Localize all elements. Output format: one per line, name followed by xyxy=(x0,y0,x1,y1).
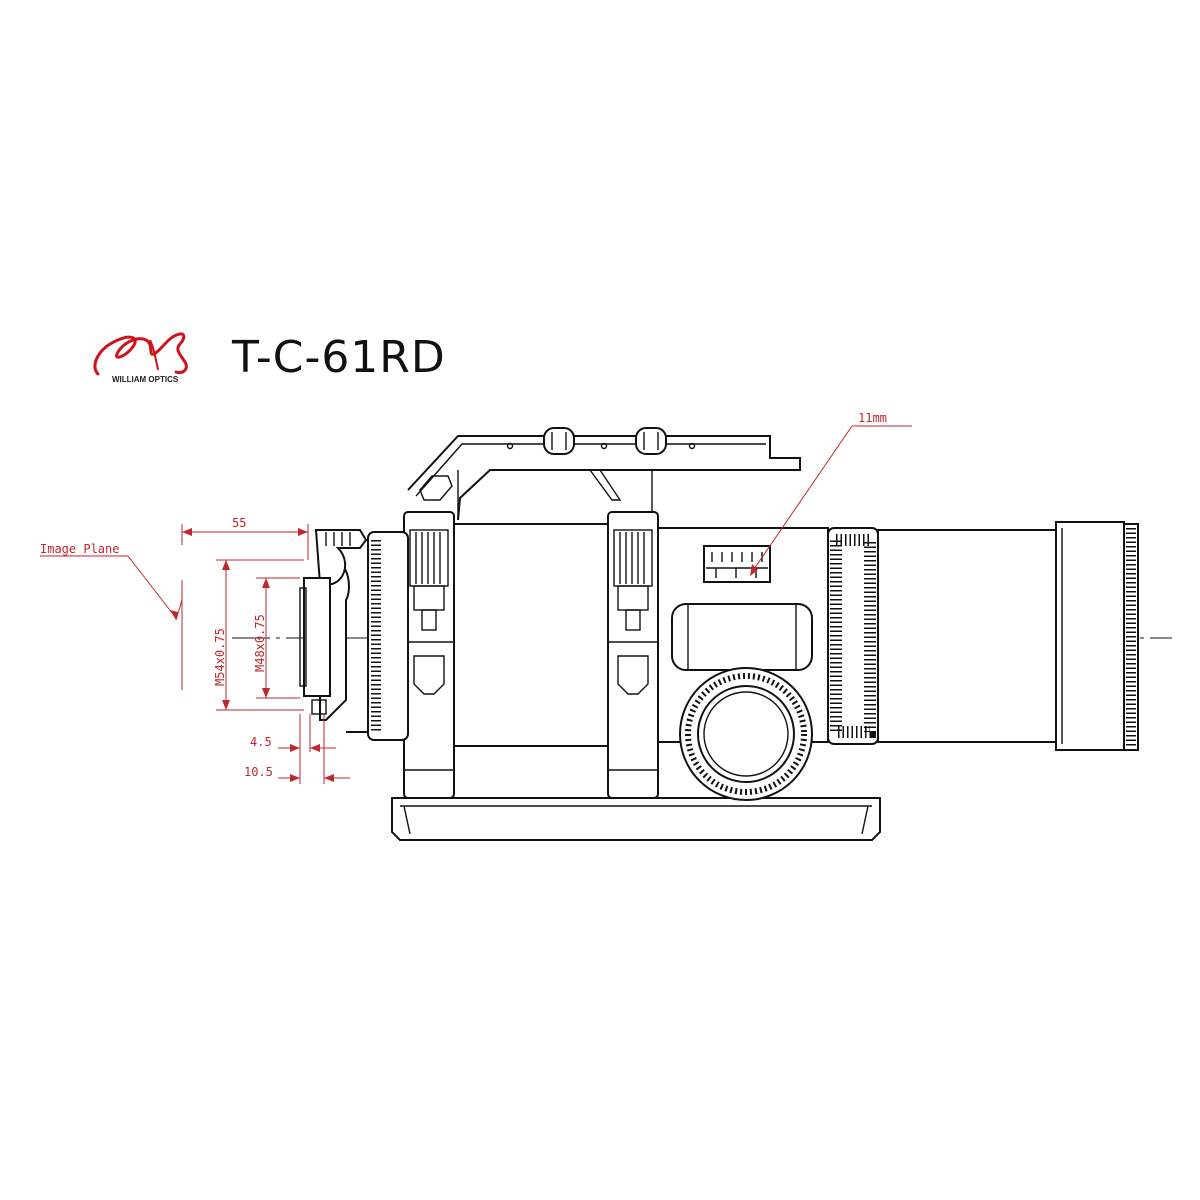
focus-knob-icon xyxy=(679,667,813,801)
model-title: T-C-61RD xyxy=(232,332,446,383)
backfocus-label: 55 xyxy=(232,516,246,530)
dovetail-plate xyxy=(391,797,881,841)
focuser-scale-label: 11mm xyxy=(858,411,887,425)
rear-focuser xyxy=(299,529,409,741)
logo-text: WILLIAM OPTICS xyxy=(112,375,179,384)
tube-ring-rear xyxy=(403,511,455,799)
focus-housing xyxy=(671,603,813,671)
thread-outer-label: M54x0.75 xyxy=(213,628,227,686)
dimensions: Image Plane 55 M54x0.75 M48x0.75 xyxy=(40,411,912,784)
knurled-ring xyxy=(827,527,879,745)
tube-ring-front xyxy=(607,511,659,799)
thread-inner-label: M48x0.75 xyxy=(253,614,267,672)
focuser-scale xyxy=(703,545,771,583)
william-optics-logo: WILLIAM OPTICS xyxy=(93,332,188,384)
depth-short-label: 4.5 xyxy=(250,735,272,749)
carry-handle xyxy=(407,427,801,521)
dew-shield xyxy=(877,521,1139,751)
depth-long-label: 10.5 xyxy=(244,765,273,779)
image-plane-label: Image Plane xyxy=(40,542,119,556)
